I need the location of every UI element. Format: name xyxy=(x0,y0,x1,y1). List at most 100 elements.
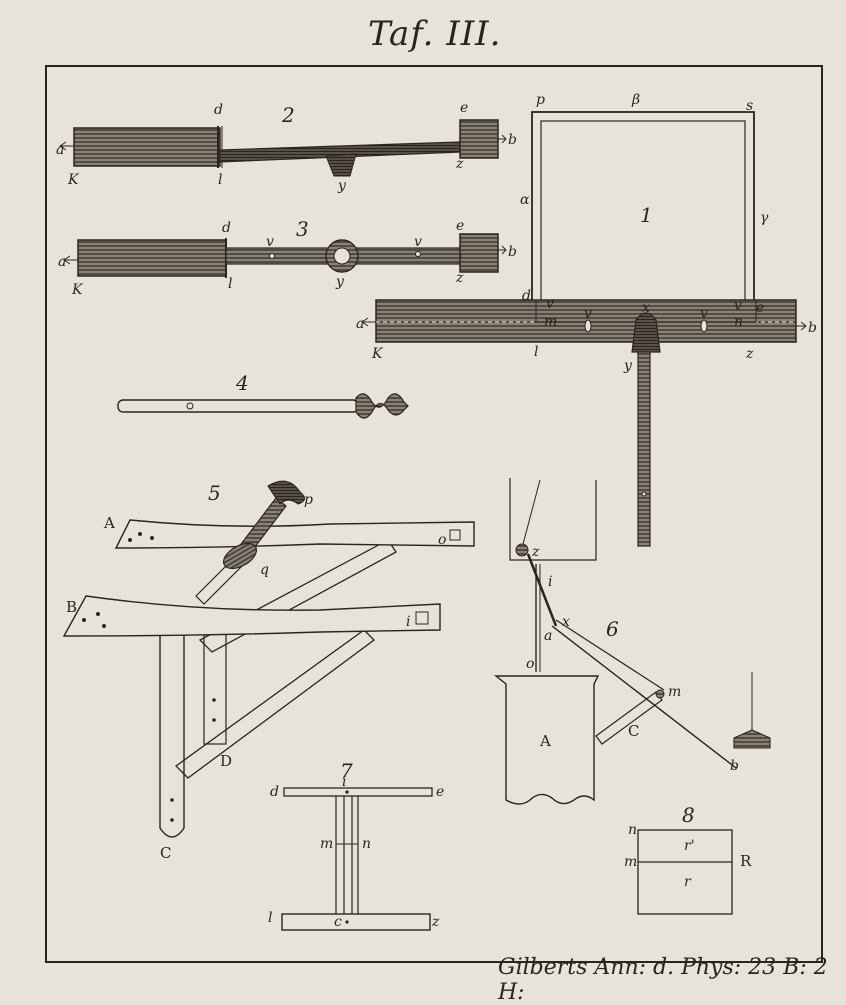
fig2-label-l: l xyxy=(218,172,222,188)
fig7-label-d: d xyxy=(270,784,279,800)
fig3-cylinder xyxy=(77,239,227,277)
figure-5: 5 A B C D o i p q xyxy=(62,480,475,862)
fig2-label-y: y xyxy=(337,178,347,194)
fig2-label-z: z xyxy=(455,156,464,172)
fig2-label-b: b xyxy=(508,132,517,148)
fig8-label-r-prime: r' xyxy=(684,838,695,854)
fig3-label-e: e xyxy=(456,218,464,234)
arrow-icon xyxy=(498,134,507,144)
fig1-label-z: z xyxy=(745,346,754,362)
fig4-rod xyxy=(117,399,359,413)
fig3-label-d: d xyxy=(222,220,231,236)
figure-2: 2 d e a b K l y z xyxy=(56,100,517,194)
fig3-label-K: K xyxy=(71,282,84,298)
figure-4: 4 xyxy=(117,371,409,419)
fig2-end-block xyxy=(459,119,499,159)
fig7-top-bar xyxy=(283,787,433,797)
figure-8: 8 n m r' r R xyxy=(624,803,752,915)
fig2-number: 2 xyxy=(281,103,295,127)
fig7-label-c: c xyxy=(334,914,342,930)
fig1-stand-rod xyxy=(637,351,651,547)
fig6-arm-C xyxy=(595,691,663,745)
fig3-label-a: a xyxy=(58,254,66,270)
fig2-label-a: a xyxy=(56,142,64,158)
fig5-number: 5 xyxy=(208,481,221,505)
fig2-stub xyxy=(325,153,357,177)
fig1-label-d: d xyxy=(522,288,531,304)
arrow-icon xyxy=(59,141,74,151)
fig2-label-d: d xyxy=(214,102,223,118)
fig8-number: 8 xyxy=(682,803,695,827)
fig3-label-l: l xyxy=(228,276,232,292)
fig1-label-p: p xyxy=(536,92,545,108)
fig6-block-A xyxy=(494,675,600,805)
fig5-nut xyxy=(223,542,257,570)
fig7-label-e: e xyxy=(436,784,444,800)
fig3-label-b: b xyxy=(508,244,517,260)
fig3-label-y: y xyxy=(335,274,345,290)
fig1-label-x: x xyxy=(642,300,650,316)
fig6-label-x: x xyxy=(562,614,570,630)
fig4-number: 4 xyxy=(235,371,249,395)
fig3-label-v-left: v xyxy=(266,234,274,250)
fig6-label-C: C xyxy=(628,722,639,740)
fig6-label-o: o xyxy=(526,656,534,672)
fig5-label-p: p xyxy=(304,492,313,508)
fig1-label-m: m xyxy=(544,314,557,330)
fig5-label-C: C xyxy=(160,844,171,862)
fig5-label-A: A xyxy=(103,514,115,532)
arrow-icon xyxy=(63,255,78,265)
fig6-label-i: i xyxy=(548,574,552,590)
figure-6: 6 z i a x o A C m b xyxy=(494,478,771,805)
fig1-label-n: n xyxy=(734,314,743,330)
fig6-label-b: b xyxy=(730,758,739,774)
plate-footer-citation: Gilberts Ann: d. Phys: 23 B: 2 H: xyxy=(498,955,828,1005)
fig3-end-block xyxy=(459,233,499,273)
figure-7: 7 d i e m n l c z xyxy=(268,759,444,931)
fig5-label-q: q xyxy=(260,562,269,578)
fig7-base xyxy=(281,913,431,931)
arrow-icon xyxy=(796,321,807,331)
fig1-label-v-mid-right: v xyxy=(700,306,708,322)
figure-1: 1 p β s α γ a K d v m v x v v n e b l y … xyxy=(356,92,817,547)
fig8-label-R: R xyxy=(740,852,752,870)
fig2-label-e: e xyxy=(460,100,468,116)
plate-title: Taf. III. xyxy=(368,14,502,54)
fig6-number: 6 xyxy=(606,617,619,641)
fig2-cylinder xyxy=(73,127,221,167)
fig1-label-gamma: γ xyxy=(760,210,769,226)
fig5-label-D: D xyxy=(220,752,232,770)
plate-border xyxy=(45,65,823,963)
fig5-vertical-post xyxy=(159,633,185,838)
fig5-label-i: i xyxy=(406,614,410,630)
fig1-knob xyxy=(631,312,661,353)
fig6-weight xyxy=(733,729,771,749)
fig1-label-e: e xyxy=(756,300,764,316)
fig1-label-v-left: v xyxy=(546,296,554,312)
fig1-label-K: K xyxy=(371,346,384,362)
fig4-screw xyxy=(355,393,409,419)
arrow-icon xyxy=(361,317,376,327)
fig7-number: 7 xyxy=(340,759,353,783)
fig7-label-l: l xyxy=(268,910,272,926)
fig5-label-B: B xyxy=(66,598,77,616)
fig1-label-y: y xyxy=(623,358,633,374)
fig1-label-b: b xyxy=(808,320,817,336)
fig6-vessel xyxy=(509,478,597,561)
arrow-icon xyxy=(498,245,507,255)
fig5-arm-B xyxy=(62,595,441,637)
fig1-label-l: l xyxy=(534,344,538,360)
fig3-number: 3 xyxy=(296,217,309,241)
fig8-label-m: m xyxy=(624,854,637,870)
fig3-label-v-right: v xyxy=(414,234,422,250)
fig1-label-v-mid-left: v xyxy=(584,306,592,322)
fig8-label-n: n xyxy=(628,822,637,838)
figure-3: 3 d e v v a b K l y z xyxy=(58,217,517,298)
fig6-label-A: A xyxy=(539,732,551,750)
fig6-label-m: m xyxy=(668,684,681,700)
fig8-box xyxy=(637,829,733,915)
fig7-label-z: z xyxy=(431,914,440,930)
fig2-label-K: K xyxy=(67,172,80,188)
